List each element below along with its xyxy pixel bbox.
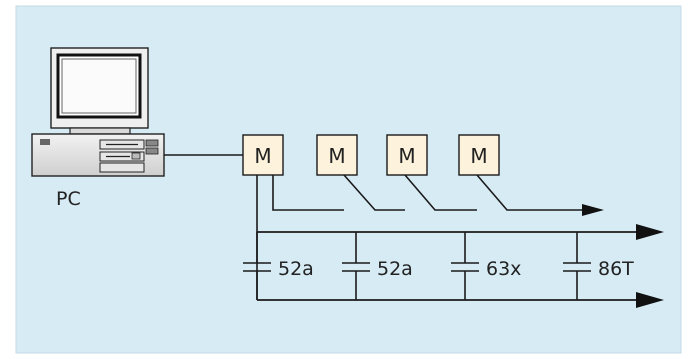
- contact-label: 86T: [598, 258, 634, 280]
- contact-label: 63x: [486, 258, 521, 280]
- arrow-bus-bottom: [636, 292, 664, 308]
- wiring: [164, 154, 582, 300]
- contact-2: 52a: [342, 232, 413, 300]
- contact-3: 63x: [451, 232, 521, 300]
- module-label: M: [470, 144, 487, 168]
- module-1: M: [242, 134, 284, 176]
- pc-computer-icon: [31, 47, 165, 177]
- module-label: M: [328, 144, 345, 168]
- pc-label: PC: [56, 188, 81, 210]
- module-2: M: [316, 134, 358, 176]
- contact-label: 52a: [278, 258, 314, 280]
- arrow-signal-chain: [582, 204, 604, 216]
- contact-4: 86T: [563, 232, 634, 300]
- module-4: M: [458, 134, 500, 176]
- module-3: M: [386, 134, 428, 176]
- contact-1: 52a: [243, 232, 314, 300]
- module-label: M: [254, 144, 271, 168]
- arrow-bus-top: [636, 224, 664, 240]
- module-label: M: [398, 144, 415, 168]
- contact-label: 52a: [377, 258, 413, 280]
